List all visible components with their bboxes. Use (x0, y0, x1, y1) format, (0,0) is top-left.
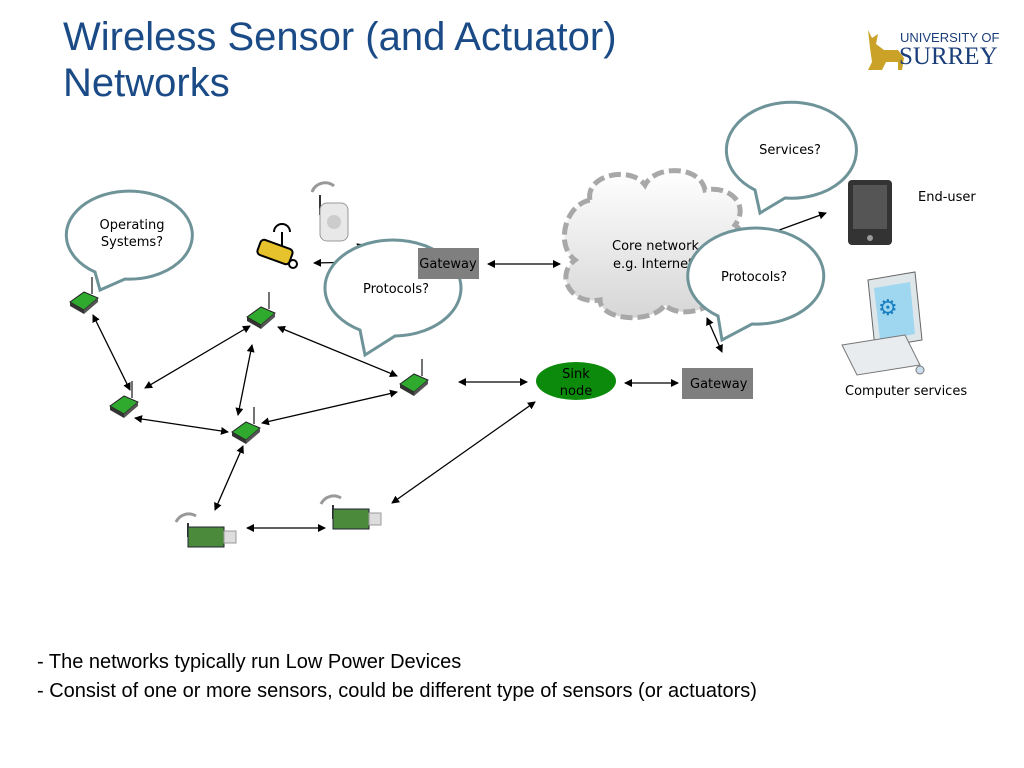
cloud-label-1: Core network (612, 239, 699, 254)
link (214, 445, 244, 511)
title-line-2: Networks (63, 61, 230, 105)
bullet-list: - The networks typically run Low Power D… (37, 648, 757, 706)
link (92, 314, 131, 391)
logo-line-2: SURREY (899, 43, 998, 70)
bubble-services: Services? (724, 100, 858, 216)
computer-icon: ⚙ (841, 271, 925, 376)
camera-icon (256, 223, 298, 269)
link (391, 401, 536, 504)
usb-sensor-icon (319, 494, 382, 530)
svg-text:Protocols?: Protocols? (721, 270, 787, 285)
logo-line-1: UNIVERSITY OF (900, 30, 1000, 45)
svg-text:node: node (560, 384, 592, 399)
sensor-node-icon (246, 292, 276, 329)
svg-text:Gateway: Gateway (690, 377, 748, 392)
svg-text:Gateway: Gateway (419, 257, 477, 272)
bullet-2: - Consist of one or more sensors, could … (37, 680, 757, 702)
university-logo: UNIVERSITY OF SURREY (868, 30, 1000, 70)
gateway-top: Gateway (418, 248, 479, 279)
stag-icon (868, 30, 904, 70)
title-line-1: Wireless Sensor (and Actuator) (63, 15, 617, 59)
cloud-label-2: e.g. Internet (613, 257, 693, 272)
sensor-node-icon (69, 277, 99, 314)
mobile-device-icon (848, 180, 892, 245)
svg-text:Services?: Services? (759, 143, 821, 158)
bubble-protocols-right: Protocols? (686, 226, 826, 343)
sensor-node-icon (399, 359, 429, 396)
slide-title: Wireless Sensor (and Actuator) Networks (63, 14, 617, 106)
sensor-node-icon (231, 407, 261, 444)
usb-sensor-icon (174, 512, 237, 548)
svg-text:Systems?: Systems? (101, 235, 163, 250)
bullet-1: - The networks typically run Low Power D… (37, 651, 462, 673)
gears-icon: ⚙ (878, 296, 898, 321)
computer-services-label: Computer services (845, 384, 967, 399)
smart-plug-icon (310, 181, 349, 242)
link (144, 325, 251, 389)
svg-text:Sink: Sink (562, 367, 590, 382)
link (706, 317, 723, 353)
link (261, 389, 398, 426)
sensor-node-icon (109, 381, 139, 418)
link (235, 344, 255, 416)
bubble-operating-systems: Operating Systems? (64, 189, 194, 293)
svg-text:Protocols?: Protocols? (363, 282, 429, 297)
link (277, 325, 398, 378)
svg-text:Operating: Operating (100, 218, 165, 233)
link (134, 415, 229, 435)
end-user-label: End-user (918, 190, 976, 205)
sink-node: Sink node (536, 362, 616, 400)
gateway-bottom: Gateway (682, 368, 753, 399)
